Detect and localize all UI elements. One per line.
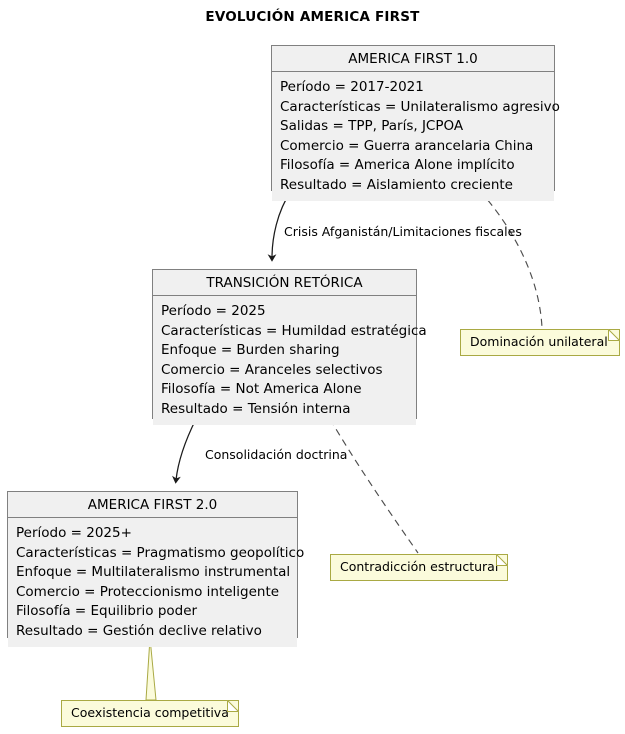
note-fold-line-icon — [227, 700, 239, 712]
uml-attribute: Comercio = Aranceles selectivos — [161, 361, 383, 378]
note-text: Contradicción estructural — [340, 559, 499, 575]
uml-attribute: Resultado = Aislamiento creciente — [280, 176, 513, 193]
uml-attribute: Filosofía = America Alone implícito — [280, 157, 515, 173]
edge-label-consolidacion: Consolidación doctrina — [205, 447, 348, 462]
uml-class-america-first-1[interactable]: AMERICA FIRST 1.0 Período = 2017-2021 Ca… — [271, 45, 560, 201]
uml-class-title-transicion-retorica: TRANSICIÓN RETÓRICA — [153, 270, 416, 296]
note-text: Coexistencia competitiva — [71, 705, 229, 721]
uml-attribute: Características = Humildad estratégica — [161, 322, 427, 339]
uml-class-transicion-retorica[interactable]: TRANSICIÓN RETÓRICA Período = 2025 Carac… — [152, 269, 427, 425]
edge-label-crisis: Crisis Afganistán/Limitaciones fiscales — [284, 224, 522, 239]
uml-attribute: Resultado = Gestión declive relativo — [16, 622, 262, 639]
uml-attribute: Enfoque = Burden sharing — [161, 342, 340, 358]
note-link-coexistencia — [145, 637, 157, 701]
note-coexistencia-competitiva[interactable]: Coexistencia competitiva — [61, 700, 239, 727]
uml-attribute: Resultado = Tensión interna — [161, 400, 351, 417]
uml-attribute: Enfoque = Multilateralismo instrumental — [16, 564, 291, 580]
edge-path-2-to-3 — [172, 418, 197, 484]
uml-class-title-america-first-1: AMERICA FIRST 1.0 — [272, 46, 554, 72]
uml-class-attributes-transicion-retorica: Período = 2025 Características = Humilda… — [153, 296, 427, 425]
note-dominacion-unilateral[interactable]: Dominación unilateral — [460, 329, 620, 356]
uml-attribute: Comercio = Guerra arancelaria China — [280, 137, 534, 154]
note-fold-line-icon — [608, 329, 620, 341]
uml-attribute: Filosofía = Not America Alone — [161, 381, 362, 397]
uml-attribute: Características = Pragmatismo geopolític… — [16, 544, 305, 561]
note-link-contradiccion — [329, 418, 419, 554]
uml-attribute: Período = 2025+ — [16, 525, 132, 541]
note-text: Dominación unilateral — [470, 334, 608, 350]
note-fold-line-icon — [496, 554, 508, 566]
note-contradiccion-estructural[interactable]: Contradicción estructural — [330, 554, 508, 581]
uml-class-attributes-america-first-1: Período = 2017-2021 Características = Un… — [272, 72, 560, 201]
uml-attribute: Filosofía = Equilibrio poder — [16, 603, 198, 619]
page-title: EVOLUCIÓN AMERICA FIRST — [205, 9, 420, 25]
note-link-dominacion — [479, 190, 543, 329]
uml-attribute: Período = 2025 — [161, 303, 266, 319]
uml-class-title-america-first-2: AMERICA FIRST 2.0 — [8, 492, 297, 518]
uml-class-attributes-america-first-2: Período = 2025+ Características = Pragma… — [8, 518, 305, 647]
uml-class-america-first-2[interactable]: AMERICA FIRST 2.0 Período = 2025+ Caract… — [7, 491, 304, 647]
uml-attribute: Comercio = Proteccionismo inteligente — [16, 583, 280, 600]
uml-attribute: Período = 2017-2021 — [280, 79, 424, 95]
uml-attribute: Salidas = TPP, París, JCPOA — [280, 118, 464, 134]
uml-attribute: Características = Unilateralismo agresiv… — [280, 98, 560, 115]
